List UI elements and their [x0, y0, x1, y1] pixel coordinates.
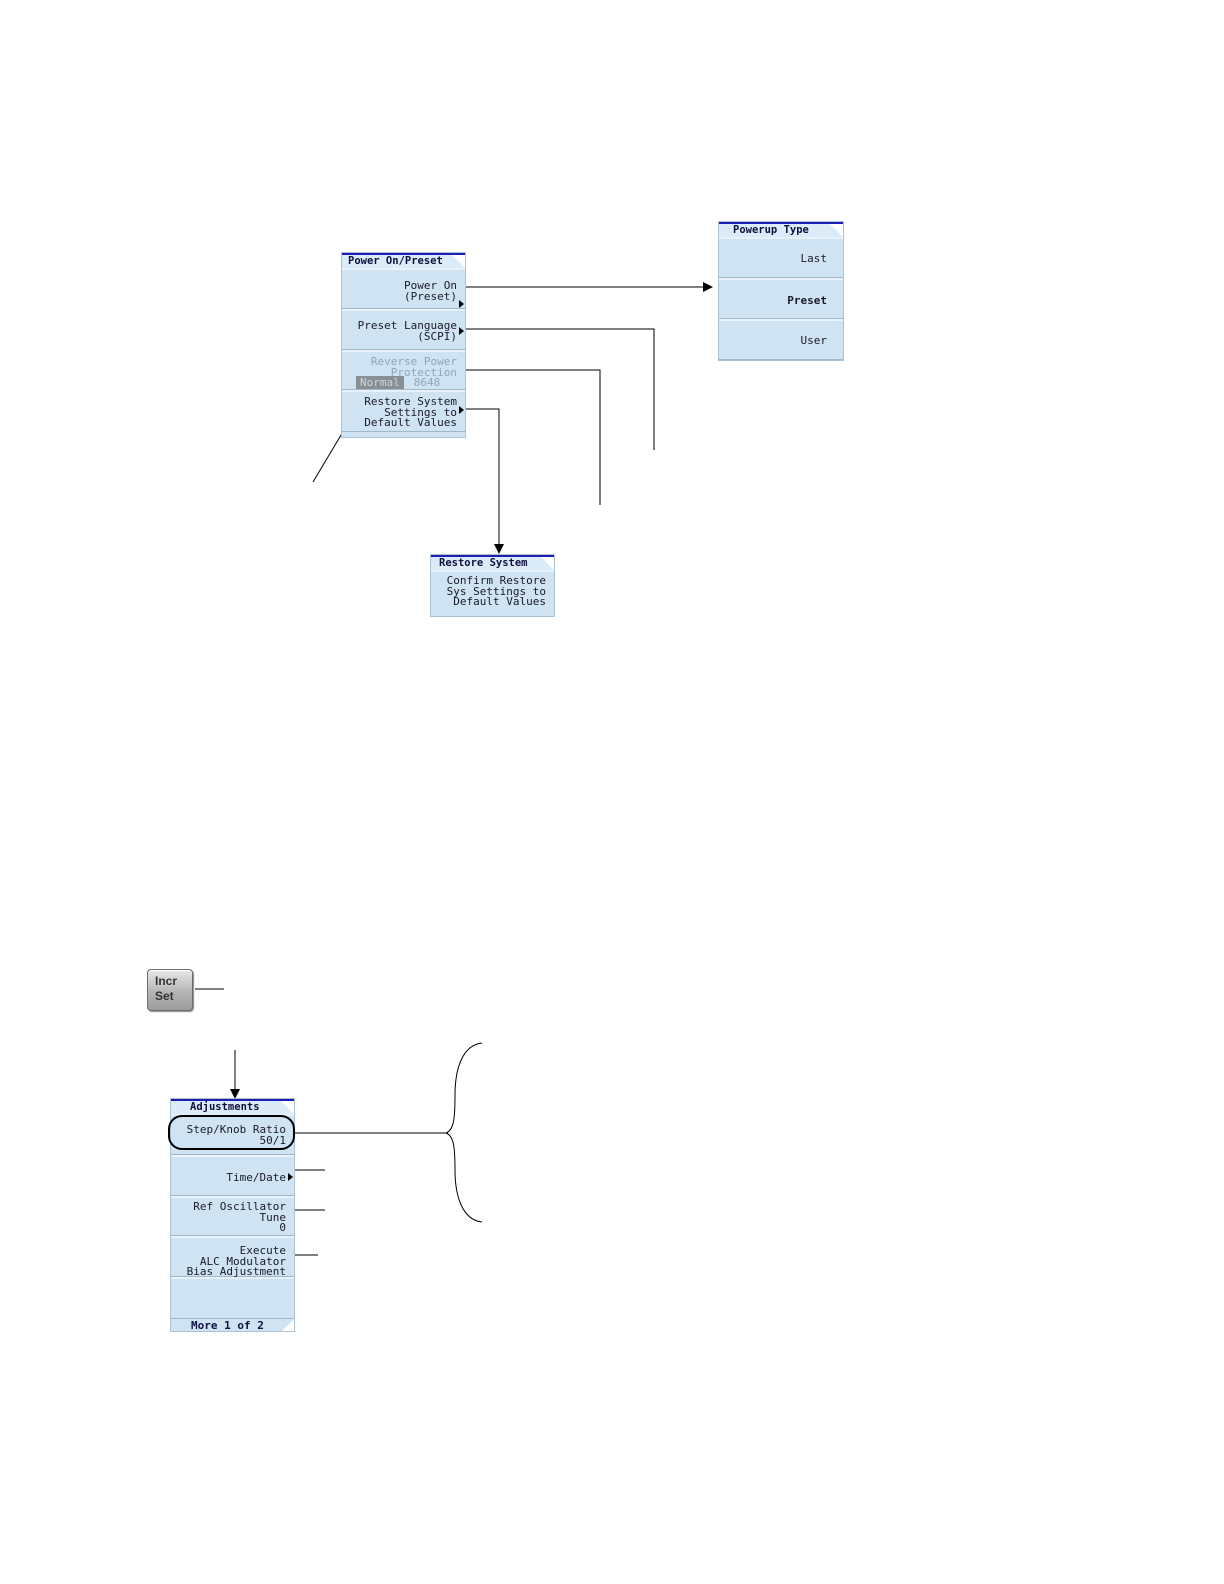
powerup-type-menu: Powerup Type Last Preset User [718, 221, 844, 361]
menu-title: Powerup Type [719, 222, 843, 237]
key-label-line3: Bias Adjustment [186, 1265, 286, 1278]
key-label-line2: Settings to [384, 405, 457, 419]
toggle-8648: 8648 [413, 376, 441, 389]
menu-title: Power On/Preset [342, 253, 465, 268]
menu-title: Restore System [431, 555, 554, 570]
toggle-normal-selected: Normal [356, 376, 404, 389]
restore-system-settings-softkey[interactable]: Restore System Settings to Default Value… [342, 390, 465, 432]
preset-language-callout [466, 328, 655, 450]
time-date-softkey[interactable]: Time/Date [171, 1155, 294, 1196]
key-label-line3: Default Values [453, 595, 546, 608]
alc-modulator-bias-softkey[interactable]: Execute ALC Modulator Bias Adjustment [171, 1236, 294, 1277]
key-value: (Preset) [404, 289, 457, 303]
restore-system-menu: Restore System Confirm Restore Sys Setti… [430, 554, 555, 617]
key-label: Time/Date [226, 1171, 286, 1184]
menu-title: Adjustments [171, 1099, 294, 1114]
key-label: Ref Oscillator [193, 1200, 286, 1213]
adjustments-menu: Adjustments Step/Knob Ratio 50/1 Time/Da… [168, 1098, 295, 1332]
key-label: Execute [239, 1244, 286, 1257]
key-label-line3: Default Values [364, 416, 457, 429]
curly-brace [444, 1042, 483, 1223]
submenu-arrow-icon [459, 406, 464, 414]
more-1-of-2-softkey[interactable]: More 1 of 2 [171, 1318, 294, 1332]
key-label: Step/Knob Ratio [186, 1123, 286, 1136]
power-on-softkey[interactable]: Power On (Preset) [342, 268, 465, 309]
submenu-arrow-icon [459, 327, 464, 335]
key-value: (SCPI) [417, 329, 457, 343]
confirm-restore-softkey[interactable]: Confirm Restore Sys Settings to Default … [431, 570, 554, 612]
key-label: Restore System [364, 395, 457, 408]
restore-system-arrow-line [466, 408, 504, 554]
ref-oscillator-tune-softkey[interactable]: Ref Oscillator Tune 0 [171, 1196, 294, 1236]
reverse-power-callout [466, 369, 601, 505]
key-label-line2: Sys Settings to [446, 584, 546, 598]
protection-toggle: Normal 8648 [342, 376, 457, 389]
key-label: Incr [155, 974, 178, 988]
reverse-power-protection-softkey[interactable]: Reverse Power Protection Normal 8648 [342, 350, 465, 390]
submenu-arrow-icon [288, 1173, 293, 1181]
key-label: Confirm Restore [446, 574, 546, 587]
preset-language-softkey[interactable]: Preset Language (SCPI) [342, 309, 465, 350]
key-label: Power On [404, 279, 457, 292]
step-knob-ratio-softkey[interactable]: Step/Knob Ratio 50/1 [171, 1114, 294, 1155]
submenu-arrow-icon [459, 300, 464, 308]
powerup-last-softkey[interactable]: Last [719, 237, 843, 278]
key-label-line2: ALC Modulator [199, 1254, 286, 1268]
incr-set-hardkey[interactable]: Incr Set [147, 969, 193, 1011]
key-value: 0 [279, 1221, 286, 1234]
key-label: Last [800, 252, 828, 265]
powerup-user-softkey[interactable]: User [719, 319, 843, 360]
key-label: User [800, 334, 828, 347]
key-label: Reverse Power [370, 355, 457, 368]
power-on-preset-menu: Power On/Preset Power On (Preset) Preset… [341, 252, 466, 438]
key-label-line2: Protection [390, 365, 457, 379]
key-label: Preset [787, 294, 827, 307]
key-label-line2: Tune [259, 1210, 287, 1224]
empty-softkey [171, 1277, 294, 1319]
key-label: Preset Language [357, 319, 457, 332]
key-label-line2: Set [155, 989, 174, 1003]
key-value: 50/1 [259, 1133, 287, 1147]
powerup-preset-softkey[interactable]: Preset [719, 278, 843, 319]
